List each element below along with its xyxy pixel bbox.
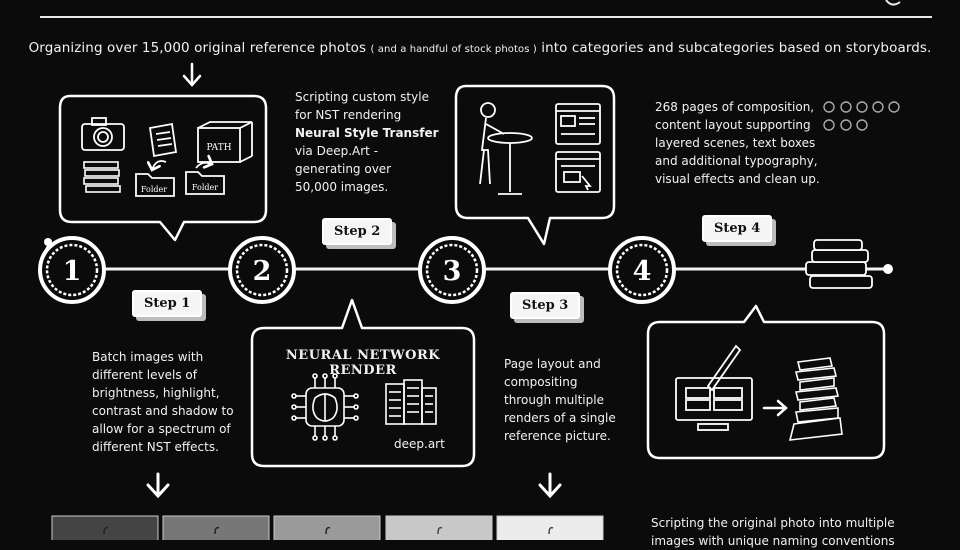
step2-line6: 50,000 images. [295, 180, 389, 194]
tablet-pen-icon [675, 344, 753, 431]
photo-strip [51, 515, 604, 540]
step2-line5: generating over [295, 162, 392, 176]
step-circle-2: 2 [228, 236, 296, 304]
step4-line3: layered scenes, text boxes [655, 136, 816, 150]
intro-down-arrow [182, 62, 202, 87]
step1-line2: different levels of [92, 368, 197, 382]
intro-part2: ( and a handful of stock photos ) [370, 44, 537, 55]
layout-window-icon-2 [555, 151, 601, 193]
step3-line2: compositing [504, 375, 578, 389]
page-dots-icon [823, 101, 900, 131]
step2-line4: via Deep.Art - [295, 144, 379, 158]
ai-chip-icon [291, 373, 359, 441]
step1-line3: brightness, highlight, [92, 386, 220, 400]
step-circle-4: 4 [608, 236, 676, 304]
step-circle-3: 3 [418, 236, 486, 304]
step4-line4: and additional typography, [655, 154, 818, 168]
designer-figure-icon [479, 102, 533, 195]
folder-label-2: Folder [192, 183, 218, 192]
document-icon [148, 122, 178, 158]
folder-icon-1: Folder [135, 160, 175, 197]
nn-render-caption: deep.art [394, 437, 445, 451]
intro-part3: into categories and subcategories based … [541, 40, 932, 56]
nn-render-box [250, 298, 476, 468]
page-stack-icon [788, 357, 843, 441]
step-tag-1: Step 1 [132, 290, 203, 317]
camera-icon [81, 117, 125, 151]
folder-label-1: Folder [141, 185, 167, 194]
step2-line1: Scripting custom style [295, 90, 429, 104]
box-label: PATH [206, 143, 231, 153]
step3-line3: through multiple [504, 393, 604, 407]
timeline-end-dot [883, 264, 893, 274]
step4-description: 268 pages of composition, content layout… [655, 98, 820, 188]
top-rule-flourish [885, 0, 901, 6]
step1-line1: Batch images with [92, 350, 204, 364]
step4-line2: content layout supporting [655, 118, 811, 132]
step2-line2: for NST rendering [295, 108, 402, 122]
step-number-2: 2 [253, 256, 272, 287]
step-circle-1: 1 [38, 236, 106, 304]
step-number-4: 4 [633, 256, 652, 287]
step1-line4: contrast and shadow to [92, 404, 234, 418]
server-rack-icon [385, 379, 437, 425]
step-tag-4: Step 4 [702, 215, 773, 242]
step3-line4: renders of a single [504, 411, 616, 425]
step1-line6: different NST effects. [92, 440, 219, 454]
step-tag-2: Step 2 [322, 218, 393, 245]
intro-part1: Organizing over 15,000 original referenc… [28, 40, 367, 56]
step2-line3: Neural Style Transfer [295, 126, 439, 140]
step-number-1: 1 [63, 256, 82, 287]
step1-down-arrow [146, 472, 170, 499]
layout-bubble [454, 84, 616, 246]
step2-description: Scripting custom style for NST rendering… [295, 88, 439, 196]
step1-line5: allow for a spectrum of [92, 422, 231, 436]
bottom-line1: Scripting the original photo into multip… [651, 516, 895, 530]
nn-render-title: NEURAL NETWORK RENDER [285, 348, 441, 378]
step4-line5: visual effects and clean up. [655, 172, 820, 186]
compositing-bubble [646, 304, 886, 460]
step1-description: Batch images with different levels of br… [92, 348, 234, 456]
layout-window-icon-1 [555, 103, 601, 145]
timeline-start-dot [44, 238, 52, 246]
book-stack-icon [805, 239, 873, 289]
storage-box-icon: PATH [197, 121, 253, 163]
step3-description: Page layout and compositing through mult… [504, 355, 616, 445]
bottom-line2: images with unique naming conventions [651, 534, 895, 548]
organize-bubble: PATH Folder Folder [58, 94, 268, 242]
top-rule [40, 0, 932, 18]
step3-down-arrow [538, 472, 562, 499]
step3-line5: reference picture. [504, 429, 611, 443]
step4-line1: 268 pages of composition, [655, 100, 815, 114]
right-arrow-icon [762, 399, 788, 417]
bottom-description: Scripting the original photo into multip… [651, 514, 895, 550]
intro-text: Organizing over 15,000 original referenc… [0, 40, 960, 56]
step-tag-3: Step 3 [510, 292, 581, 319]
paper-stack-icon [83, 161, 121, 193]
folder-icon-2: Folder [185, 163, 225, 195]
step3-line1: Page layout and [504, 357, 601, 371]
step-number-3: 3 [443, 256, 462, 287]
